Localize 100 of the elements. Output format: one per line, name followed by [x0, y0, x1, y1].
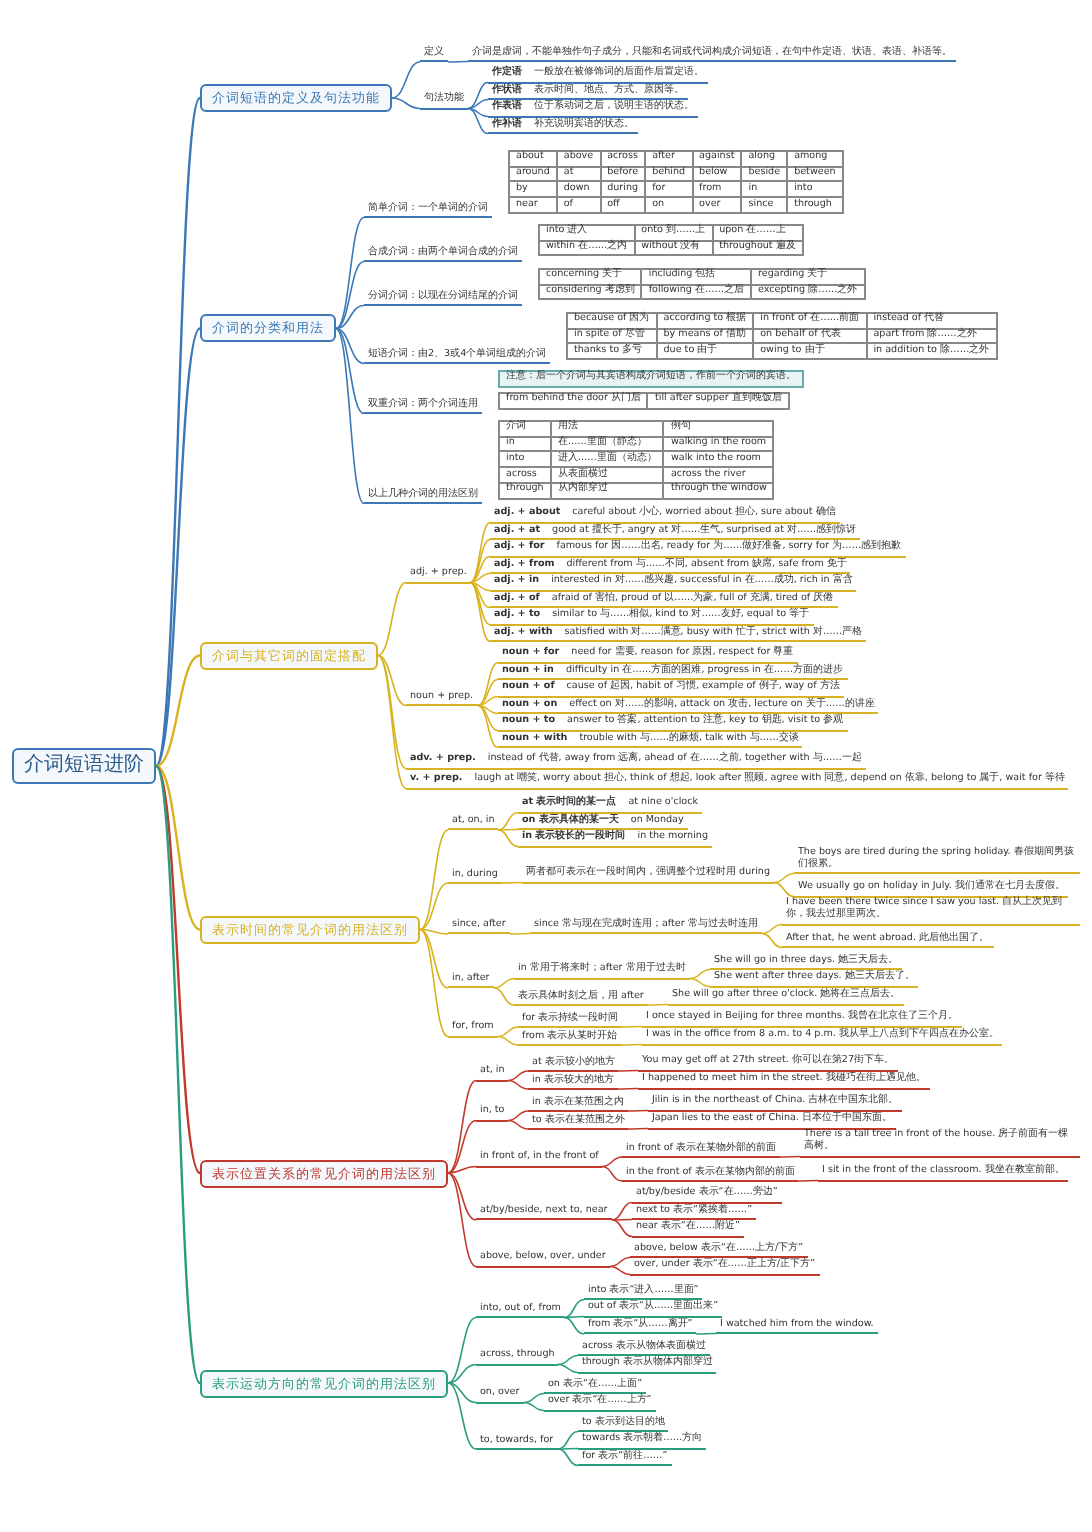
topic-line [490, 559, 851, 575]
topic-line [476, 1206, 612, 1221]
branch-topic-box [200, 84, 392, 113]
branch-line [467, 81, 489, 110]
branch-line [469, 521, 491, 584]
branch-line [557, 1447, 579, 1450]
branch-line [557, 1354, 579, 1366]
branch-line [155, 765, 201, 931]
branch-line [497, 811, 519, 831]
topic-line [476, 1252, 610, 1268]
branch-line [621, 1043, 643, 1046]
branch-line [377, 654, 407, 707]
branch-line [497, 1026, 519, 1038]
branch-line [335, 260, 365, 330]
branch-line [419, 829, 449, 931]
topic-line [648, 1114, 896, 1130]
branch-topic-box [200, 915, 420, 944]
topic-line [476, 1388, 524, 1404]
topic-line [584, 1302, 723, 1318]
topic-line [498, 716, 848, 732]
branch-line [467, 107, 489, 118]
topic-line [630, 1260, 820, 1276]
topic-line [630, 1243, 808, 1259]
branch-line [447, 1165, 477, 1174]
topic-line [518, 798, 703, 814]
topic-line [448, 920, 510, 935]
branch-line [497, 829, 519, 848]
topic-line [544, 1396, 656, 1412]
branch-line [761, 932, 783, 949]
branch-line [601, 1165, 623, 1182]
topic-line [488, 119, 638, 135]
topic-line [584, 1285, 703, 1301]
topic-line [544, 1379, 647, 1395]
topic-line [490, 508, 840, 524]
topic-line [528, 1075, 618, 1090]
branch-line [509, 932, 531, 935]
branch-line [617, 1087, 639, 1090]
topic-line [364, 203, 492, 219]
branch-line [493, 987, 515, 1006]
branch-line [477, 661, 499, 707]
topic-line [794, 882, 1069, 898]
branch-line [447, 1363, 477, 1384]
branch-line [154, 765, 202, 1384]
branch-line [419, 928, 449, 989]
branch-line [155, 765, 201, 1174]
branch-line [689, 968, 711, 980]
branch-line [627, 1109, 649, 1112]
branch-line [477, 704, 499, 749]
topic-line [476, 1152, 603, 1168]
branch-line [773, 881, 795, 898]
topic-line [518, 815, 688, 831]
branch-line [419, 928, 449, 935]
topic-line [488, 102, 698, 118]
topic-line [490, 627, 867, 643]
branch-line [469, 581, 491, 592]
branch-line [469, 538, 491, 584]
topic-line [638, 1074, 930, 1090]
branch-line [689, 977, 711, 988]
branch-line [611, 1201, 633, 1221]
topic-line [642, 1012, 962, 1028]
branch-line [447, 1382, 477, 1450]
branch-line [761, 923, 783, 935]
branch-line [797, 1179, 819, 1182]
topic-line [782, 898, 1080, 926]
topic-line [448, 1022, 498, 1038]
topic-line [364, 291, 522, 307]
branch-topic-box [200, 1369, 448, 1398]
branch-line [507, 1079, 529, 1090]
topic-line [642, 1030, 1003, 1046]
branch-line [447, 1316, 477, 1384]
topic-line [490, 525, 861, 541]
branch-line [469, 581, 491, 626]
branch-topic-box [200, 641, 378, 670]
branch-line [557, 1448, 579, 1467]
topic-line [498, 682, 844, 698]
topic-line [584, 1320, 697, 1335]
branch-line [477, 695, 499, 707]
branch-line [419, 928, 449, 1038]
topic-line [406, 774, 1069, 790]
topic-line [490, 610, 814, 626]
topic-line [364, 489, 482, 505]
branch-line [335, 304, 365, 330]
topic-line [476, 1106, 509, 1122]
topic-line [364, 349, 551, 365]
branch-line [467, 107, 489, 135]
topic-line [818, 1166, 1069, 1182]
branch-line [477, 678, 499, 707]
branch-line [609, 1256, 631, 1268]
topic-line [528, 1097, 628, 1112]
topic-line [490, 576, 857, 592]
branch-line [447, 1119, 477, 1174]
topic-line [448, 816, 499, 831]
branch-line [523, 1392, 545, 1404]
branch-line [154, 97, 202, 767]
branch-line [391, 97, 421, 110]
branch-line [335, 327, 365, 415]
topic-line [794, 847, 1080, 875]
topic-line [578, 1434, 707, 1450]
branch-line [419, 882, 449, 931]
topic-line [528, 1057, 619, 1072]
